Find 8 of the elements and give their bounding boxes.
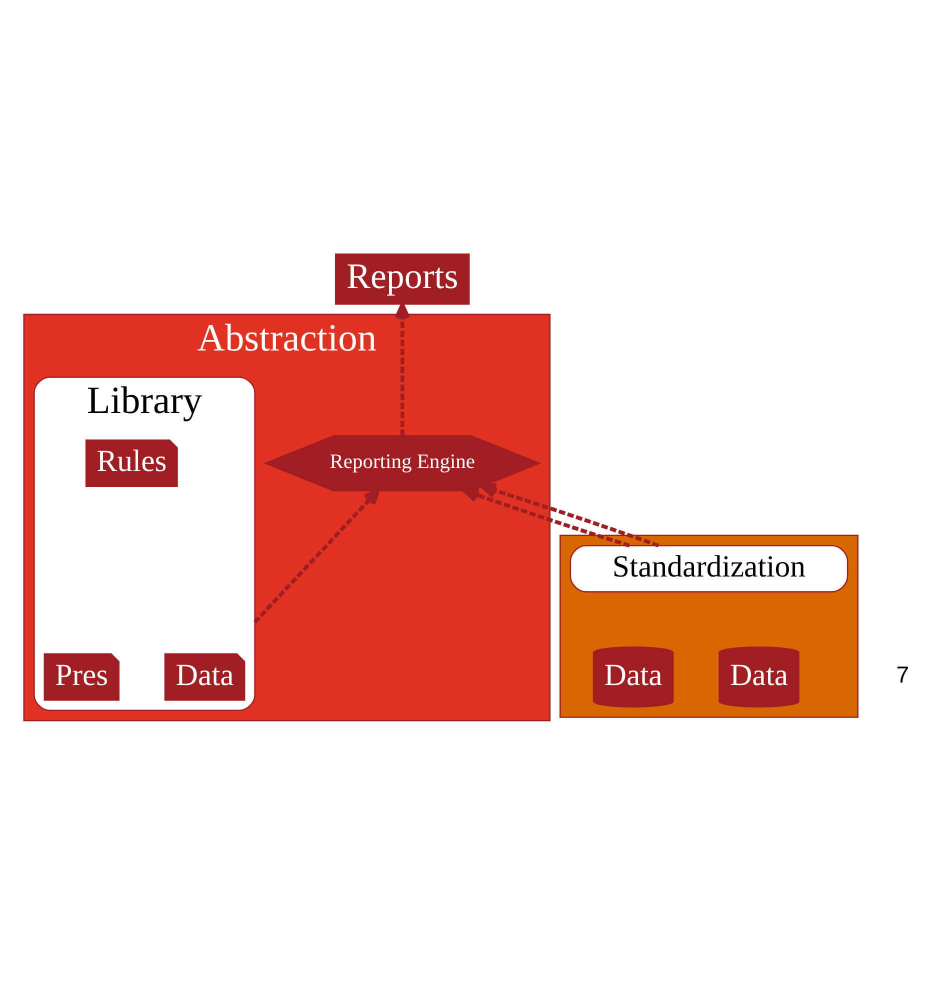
label: 7 [896, 661, 910, 688]
node-box: Reports [335, 252, 470, 304]
arrow [253, 488, 380, 624]
node-box: Standardization [570, 544, 848, 592]
arrow [462, 486, 630, 547]
arrow [480, 482, 660, 547]
arrow [394, 302, 410, 436]
cluster [560, 534, 858, 718]
